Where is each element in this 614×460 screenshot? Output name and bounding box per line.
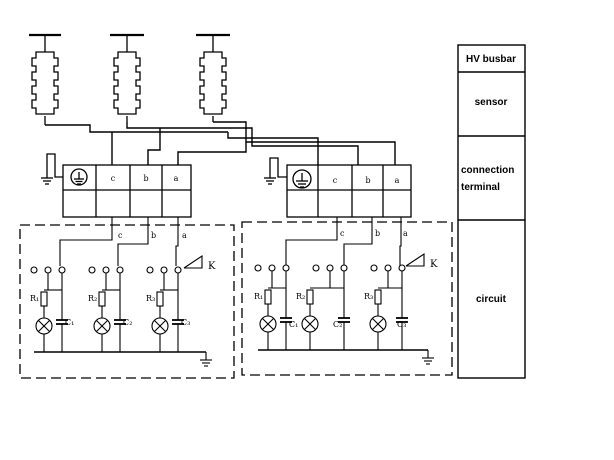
right-c1-label: C₁ [289, 320, 298, 329]
left-r3-label: R₃ [146, 294, 155, 303]
right-c3-label: C₃ [397, 320, 406, 329]
left-terminal-a-label: a [174, 174, 179, 183]
right-terminal-b-label: b [365, 176, 370, 185]
legend-column [457, 44, 526, 379]
circuit-box-left [19, 224, 235, 379]
right-terminal-a-label: a [395, 176, 400, 185]
sensor-wiring [45, 121, 396, 165]
left-c3-label: C₃ [181, 318, 190, 327]
legend-connection: connection [461, 165, 514, 176]
right-circuit-c-label: c [340, 229, 345, 238]
left-terminal-b-label: b [143, 174, 148, 183]
right-switch-k-label: K [430, 259, 438, 270]
sensor-insulator-b [110, 33, 144, 122]
sensor-insulator-c [196, 33, 230, 122]
left-circuit-c-label: c [118, 231, 123, 240]
left-circuit-b-label: b [151, 231, 156, 240]
legend-sensor: sensor [475, 97, 508, 108]
left-c1-label: C₁ [65, 318, 74, 327]
ground-terminal-icon [70, 168, 88, 186]
right-r2-label: R₂ [296, 292, 305, 301]
left-r1-label: R₁ [30, 294, 39, 303]
left-terminal-c-label: c [111, 174, 116, 183]
left-switch-k-label: K [208, 261, 216, 272]
legend-circuit: circuit [476, 294, 507, 305]
ground-terminal-icon [292, 169, 312, 189]
circuit-box-right [241, 221, 453, 376]
right-terminal-c-label: c [333, 176, 338, 185]
terminal-block-left [41, 153, 192, 218]
left-c2-label: C₂ [123, 318, 132, 327]
left-r2-label: R₂ [88, 294, 97, 303]
legend-terminal: terminal [461, 182, 500, 193]
right-r3-label: R₃ [364, 292, 373, 301]
right-c2-label: C₂ [333, 320, 342, 329]
right-r1-label: R₁ [254, 292, 263, 301]
left-circuit [30, 217, 212, 367]
left-circuit-a-label: a [182, 231, 187, 240]
right-circuit [254, 217, 434, 365]
legend-hv-busbar: HV busbar [466, 54, 516, 65]
right-circuit-b-label: b [375, 229, 380, 238]
terminal-block-right [264, 157, 412, 218]
right-circuit-a-label: a [403, 229, 408, 238]
sensor-insulator-a [29, 33, 61, 125]
